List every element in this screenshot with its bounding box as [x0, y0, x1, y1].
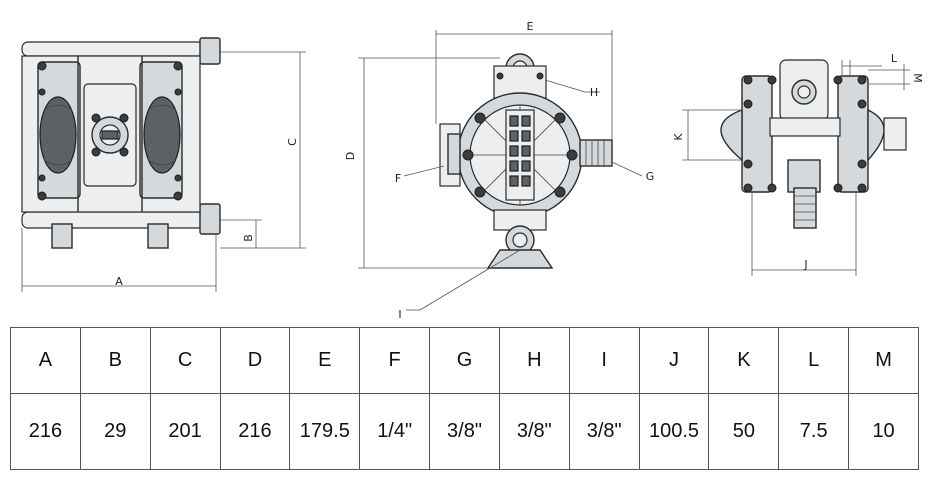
top-view — [682, 59, 910, 276]
chamber-left-top — [741, 75, 773, 193]
value-l: 7.5 — [778, 393, 850, 470]
chamber-right-top — [837, 75, 869, 193]
value-i: 3/8" — [568, 393, 640, 470]
label-j: J — [803, 258, 807, 271]
label-e: E — [527, 20, 534, 33]
value-c: 201 — [149, 393, 221, 470]
label-h: H — [590, 86, 598, 99]
value-g: 3/8" — [429, 393, 500, 470]
exhaust-muffler — [579, 139, 613, 167]
front-view — [21, 37, 306, 292]
label-m: M — [911, 73, 924, 83]
value-h: 3/8" — [498, 393, 570, 470]
label-g: G — [646, 170, 655, 183]
header-c: C — [149, 327, 221, 394]
center-rod — [769, 117, 841, 137]
value-b: 29 — [79, 393, 151, 470]
label-c: C — [286, 138, 299, 146]
label-f: F — [395, 172, 401, 185]
label-b: B — [242, 234, 255, 242]
base-foot — [486, 249, 554, 269]
table-header-row: A B C D E F G H I J K L M — [10, 327, 919, 394]
foot-right — [147, 223, 169, 249]
top-port — [199, 37, 221, 65]
header-f: F — [359, 327, 431, 394]
foot-left — [51, 223, 73, 249]
value-k: 50 — [708, 393, 780, 470]
bottom-manifold — [21, 211, 205, 229]
header-b: B — [79, 327, 151, 394]
header-k: K — [708, 327, 780, 394]
value-a: 216 — [10, 393, 81, 470]
header-d: D — [219, 327, 291, 394]
label-a: A — [115, 275, 123, 288]
bottom-port — [199, 203, 221, 235]
header-m: M — [848, 327, 919, 394]
side-view — [358, 30, 643, 311]
header-a: A — [10, 327, 81, 394]
pump-drawings: A B C D E F G H I J K L M — [21, 20, 924, 320]
header-j: J — [638, 327, 710, 394]
side-port — [883, 117, 907, 151]
value-f: 1/4" — [359, 393, 431, 470]
diaphragm-left — [39, 96, 77, 174]
value-d: 216 — [219, 393, 291, 470]
label-k: K — [672, 133, 685, 141]
value-j: 100.5 — [638, 393, 710, 470]
header-l: L — [778, 327, 850, 394]
value-m: 10 — [848, 393, 919, 470]
dimension-table: A B C D E F G H I J K L M 216 29 201 216… — [10, 327, 919, 470]
value-e: 179.5 — [289, 393, 361, 470]
header-e: E — [289, 327, 361, 394]
label-i: I — [398, 308, 401, 320]
diaphragm-right — [143, 96, 181, 174]
header-i: I — [568, 327, 640, 394]
top-manifold — [21, 41, 205, 57]
muffler-top — [793, 187, 817, 229]
label-d: D — [344, 152, 357, 160]
label-l: L — [891, 52, 898, 65]
header-g: G — [429, 327, 500, 394]
header-h: H — [498, 327, 570, 394]
table-value-row: 216 29 201 216 179.5 1/4" 3/8" 3/8" 3/8"… — [10, 393, 919, 470]
